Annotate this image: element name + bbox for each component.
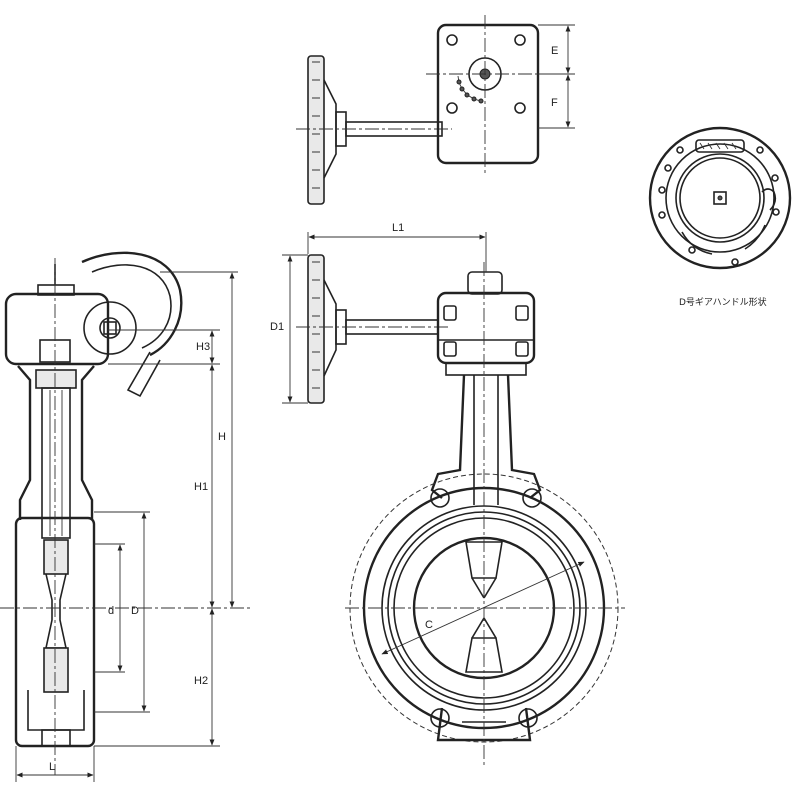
- dim-l-label: L: [49, 761, 55, 773]
- dim-c-label: C: [425, 619, 433, 631]
- dim-d-large-label: D: [131, 605, 139, 617]
- handwheel-caption: D号ギアハンドル形状: [679, 296, 767, 308]
- dim-h1-label: H1: [194, 481, 208, 493]
- top-view-gearbox: [296, 15, 575, 205]
- dim-l1-label: L1: [392, 222, 404, 234]
- dim-h2-label: H2: [194, 675, 208, 687]
- front-view-valve: [282, 232, 625, 765]
- position-indicator-dots: [456, 79, 484, 104]
- dim-f-label: F: [551, 97, 558, 109]
- dim-d-small-label: d: [108, 605, 114, 617]
- side-view-valve: [0, 251, 250, 782]
- dim-e-label: E: [551, 45, 558, 57]
- handwheel-face-view: [648, 126, 792, 270]
- dim-h3-label: H3: [196, 341, 210, 353]
- dim-h-label: H: [218, 431, 226, 443]
- dim-d1-label: D1: [270, 321, 284, 333]
